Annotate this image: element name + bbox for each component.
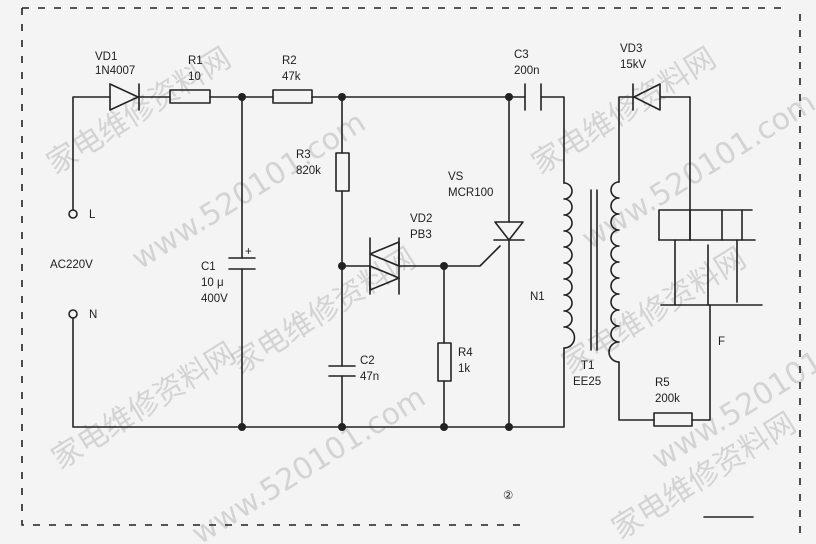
resistor-r4: [437, 342, 452, 382]
c3-value: 200n: [514, 65, 540, 77]
vs-name: VS: [448, 171, 464, 183]
wiring: [72, 96, 711, 428]
trigger-diode-vd2: [369, 237, 400, 295]
c1-voltage: 400V: [201, 293, 228, 305]
vd1-part: 1N4007: [95, 65, 135, 77]
r2-name: R2: [282, 55, 297, 67]
r1-value: 10: [188, 71, 201, 83]
junctions: [238, 93, 513, 431]
secondary-winding: [608, 181, 620, 363]
vs-part: MCR100: [448, 187, 493, 199]
watermark: 家电维修资料网: [46, 336, 243, 477]
dashed-frame: [21, 7, 801, 535]
r4-value: 1k: [458, 363, 470, 375]
c2-name: C2: [360, 355, 375, 367]
vd3-name: VD3: [620, 43, 642, 55]
capacitor-c1: [228, 257, 256, 270]
r2-value: 47k: [282, 71, 301, 83]
resistor-r1: [169, 89, 211, 104]
thyristor-vs: [493, 221, 525, 241]
diode-vd3: [632, 83, 661, 111]
vd2-name: VD2: [410, 213, 432, 225]
figure-number: ②: [503, 490, 513, 502]
c2-value: 47n: [360, 371, 379, 383]
r3-name: R3: [296, 149, 311, 161]
electrode-grid-f: [658, 209, 763, 306]
r5-name: R5: [655, 377, 670, 389]
r4-name: R4: [458, 347, 473, 359]
transformer-t1: [563, 181, 620, 363]
source-label: AC220V: [50, 259, 93, 271]
watermark: 家电维修资料网: [41, 41, 238, 182]
watermark-layer: 家电维修资料网 www.520101.com 家电维修资料网 家电维修资料网 w…: [41, 41, 816, 544]
c1-polarity: +: [245, 246, 252, 258]
resistor-r5: [653, 412, 693, 427]
t1-name: T1: [581, 360, 594, 372]
labels: VD1 1N4007 R1 10 R2 47k C3 200n VD3 15kV…: [50, 43, 725, 502]
terminal-l: [68, 209, 78, 219]
terminal-n-label: N: [89, 309, 97, 321]
load-label: F: [718, 336, 725, 348]
watermark: 家电维修资料网: [226, 241, 423, 382]
resistor-r2: [272, 89, 313, 104]
capacitor-c2: [328, 365, 356, 377]
vd1-name: VD1: [95, 51, 117, 63]
diode-vd1: [109, 83, 140, 111]
n1-label: N1: [530, 291, 545, 303]
capacitor-c3: [524, 83, 542, 111]
watermark: www.520101.com: [186, 380, 432, 544]
r1-name: R1: [188, 55, 203, 67]
vd2-part: PB3: [410, 229, 432, 241]
vd3-value: 15kV: [620, 59, 647, 71]
terminal-n: [68, 309, 78, 319]
r5-value: 200k: [655, 393, 680, 405]
r3-value: 820k: [296, 165, 321, 177]
c3-name: C3: [514, 49, 529, 61]
terminal-l-label: L: [89, 209, 96, 221]
c1-value: 10 μ: [201, 277, 224, 289]
t1-core: EE25: [573, 376, 601, 388]
resistor-r3: [335, 152, 350, 192]
c1-name: C1: [201, 261, 216, 273]
primary-winding-n1: [563, 182, 576, 349]
